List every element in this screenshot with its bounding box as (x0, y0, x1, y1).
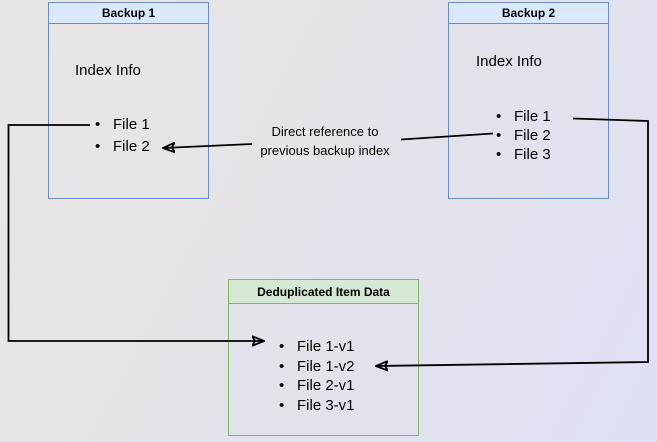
node-backup-2-title: Backup 2 (449, 3, 608, 24)
backup-2-file-list: File 1 File 2 File 3 (496, 107, 551, 164)
file-label: File 3-v1 (297, 396, 355, 414)
bullet-icon (496, 126, 514, 145)
list-item: File 3 (496, 145, 551, 164)
list-item: File 2 (95, 136, 150, 158)
file-label: File 3 (514, 146, 551, 163)
node-backup-1-title: Backup 1 (49, 3, 208, 24)
node-backup-2: Backup 2 (448, 2, 609, 199)
dedup-file-list: File 1-v1 File 1-v2 File 2-v1 File 3-v1 (279, 337, 355, 415)
list-item: File 1-v2 (279, 357, 355, 377)
node-backup-1: Backup 1 (48, 2, 209, 199)
list-item: File 1 (496, 107, 551, 126)
file-label: File 1 (113, 116, 150, 133)
list-item: File 3-v1 (279, 396, 355, 416)
backup-1-file-list: File 1 File 2 (95, 114, 150, 158)
bullet-icon (95, 136, 113, 158)
list-item: File 2 (496, 126, 551, 145)
file-label: File 2 (113, 138, 150, 155)
bullet-icon (279, 376, 297, 396)
node-deduplicated-item-data-title: Deduplicated Item Data (229, 280, 418, 304)
list-item: File 1 (95, 114, 150, 136)
bullet-icon (496, 107, 514, 126)
backup-2-index-info-label: Index Info (476, 53, 542, 70)
backup-1-index-info-label: Index Info (75, 62, 141, 79)
bullet-icon (95, 114, 113, 136)
bullet-icon (496, 145, 514, 164)
file-label: File 1 (514, 108, 551, 125)
list-item: File 2-v1 (279, 376, 355, 396)
bullet-icon (279, 357, 297, 377)
bullet-icon (279, 337, 297, 357)
file-label: File 2 (514, 127, 551, 144)
list-item: File 1-v1 (279, 337, 355, 357)
file-label: File 1-v2 (297, 357, 355, 375)
file-label: File 2-v1 (297, 377, 355, 394)
file-label: File 1-v1 (297, 338, 355, 355)
bullet-icon (279, 396, 297, 416)
direct-reference-label: Direct reference to previous backup inde… (260, 124, 390, 158)
